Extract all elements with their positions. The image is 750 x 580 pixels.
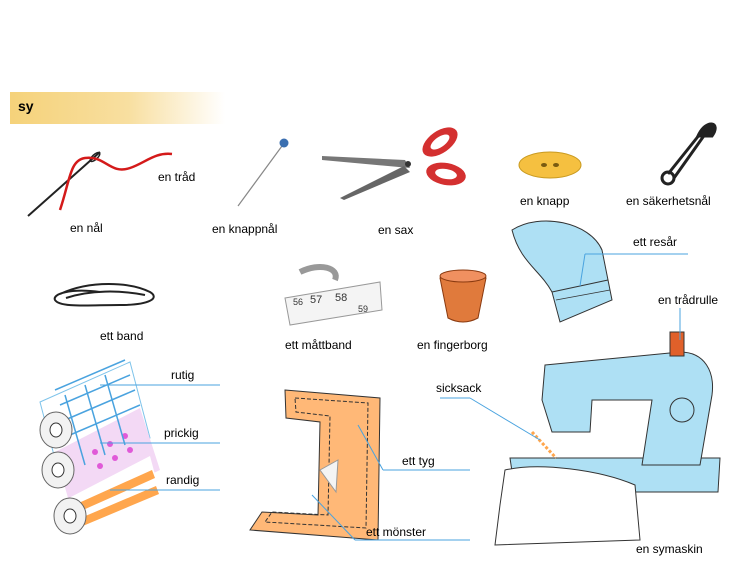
label-striped: randig — [166, 473, 200, 487]
ribbon-icon — [53, 283, 155, 307]
label-thread: en tråd — [158, 170, 196, 184]
label-needle: en nål — [70, 221, 103, 235]
tape-number-0: 56 — [293, 297, 303, 307]
label-scissors: en sax — [378, 223, 414, 237]
scissors-icon — [322, 127, 466, 200]
label-zigzag: sicksack — [436, 381, 482, 395]
fabric-rolls-icon — [39, 359, 165, 546]
label-pattern: ett mönster — [366, 525, 427, 539]
needle-icon — [27, 151, 101, 217]
label-button: en knapp — [520, 194, 570, 208]
safety-pin-icon — [660, 122, 717, 186]
label-checked: rutig — [171, 368, 195, 382]
pin-icon — [237, 138, 289, 207]
thimble-icon — [439, 269, 487, 323]
elastic-icon — [511, 220, 613, 323]
tape-measure-icon: 56 57 58 59 — [284, 263, 383, 326]
tape-number-1: 57 — [310, 294, 322, 306]
label-spool: en trådrulle — [658, 293, 719, 307]
fabric-pattern-icon — [249, 389, 381, 541]
label-ribbon: ett band — [100, 329, 144, 343]
label-fabric: ett tyg — [402, 454, 435, 468]
tape-number-3: 59 — [358, 304, 368, 314]
section-header: sy — [10, 92, 225, 124]
button-icon — [518, 151, 582, 179]
label-safety-pin: en säkerhetsnål — [626, 194, 711, 208]
sewing-machine-icon — [494, 331, 721, 546]
label-elastic: ett resår — [633, 235, 678, 249]
label-sewing-machine: en symaskin — [636, 542, 703, 556]
section-title: sy — [18, 98, 34, 114]
thread-icon — [58, 152, 173, 211]
label-pin: en knappnål — [212, 222, 278, 236]
tape-number-2: 58 — [335, 292, 347, 304]
label-thimble: en fingerborg — [417, 338, 488, 352]
label-tape-measure: ett måttband — [285, 338, 352, 352]
label-dotted: prickig — [164, 426, 199, 440]
